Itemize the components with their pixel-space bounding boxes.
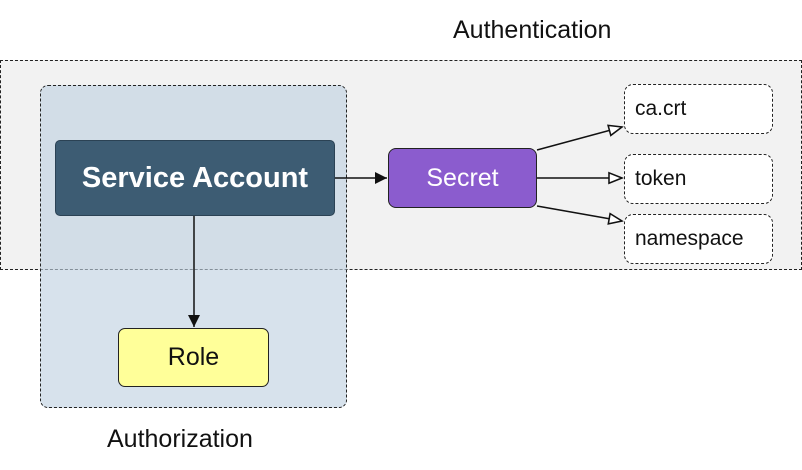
token-label: token bbox=[635, 167, 687, 190]
namespace-node: namespace bbox=[624, 214, 773, 264]
namespace-label: namespace bbox=[635, 227, 744, 250]
ca-crt-label: ca.crt bbox=[635, 97, 687, 120]
secret-node: Secret bbox=[388, 148, 537, 208]
secret-label: Secret bbox=[426, 163, 499, 192]
service-account-node: Service Account bbox=[55, 140, 335, 216]
edge-secret-cacrt bbox=[536, 127, 622, 151]
token-node: token bbox=[624, 154, 773, 204]
ca-crt-node: ca.crt bbox=[624, 84, 773, 134]
role-node: Role bbox=[118, 328, 269, 387]
edge-secret-namespace bbox=[536, 205, 622, 221]
authorization-title: Authorization bbox=[107, 425, 253, 453]
service-account-label: Service Account bbox=[81, 161, 309, 194]
role-label: Role bbox=[167, 343, 220, 371]
authentication-title: Authentication bbox=[453, 16, 612, 44]
